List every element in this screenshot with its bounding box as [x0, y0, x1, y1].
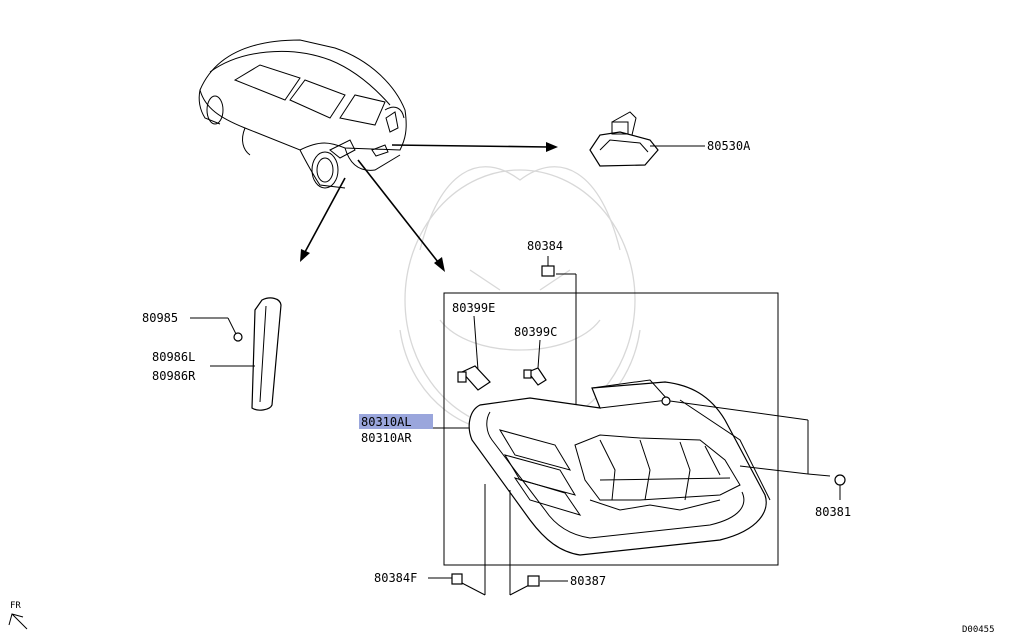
license-lamp-part[interactable] [589, 111, 705, 167]
highlight-80310AL [359, 414, 433, 429]
part-label-80381[interactable]: 80381 [815, 505, 851, 519]
part-label-80530A[interactable]: 80530A [707, 139, 751, 153]
front-direction-arrow-icon [8, 613, 28, 630]
part-label-80399C[interactable]: 80399C [514, 325, 557, 339]
nut-80384[interactable] [541, 265, 555, 277]
tail-lamp-part[interactable] [468, 379, 771, 556]
screw-80381[interactable] [834, 474, 846, 500]
clip-80384F[interactable] [451, 573, 463, 585]
orientation-label: FR [10, 601, 21, 611]
part-label-80310AL[interactable]: 80310AL [361, 415, 412, 429]
bulb-80399C[interactable] [523, 367, 547, 386]
part-label-80387[interactable]: 80387 [570, 574, 606, 588]
tail-lamp-assembly-box [443, 292, 779, 566]
clip-80387[interactable] [527, 575, 540, 587]
pointer-arrows [300, 142, 558, 272]
reflector-part[interactable] [190, 297, 282, 411]
part-label-80310AR[interactable]: 80310AR [361, 431, 412, 445]
part-label-80384[interactable]: 80384 [527, 239, 563, 253]
part-label-80986R[interactable]: 80986R [152, 369, 196, 383]
vehicle-outline [198, 39, 407, 189]
part-label-80384F[interactable]: 80384F [374, 571, 417, 585]
part-label-80985[interactable]: 80985 [142, 311, 178, 325]
part-label-80986L[interactable]: 80986L [152, 350, 195, 364]
bulb-80399E[interactable] [457, 365, 491, 391]
figure-code: D00455 [962, 625, 995, 635]
part-label-80399E[interactable]: 80399E [452, 301, 495, 315]
